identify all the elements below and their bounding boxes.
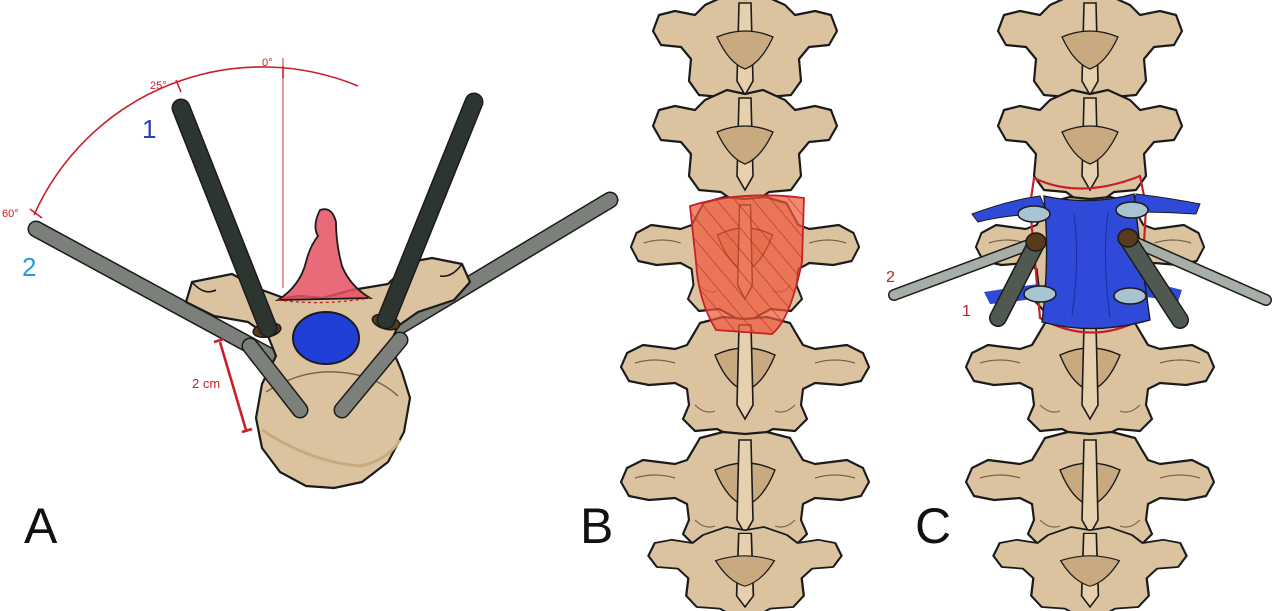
- panel-letter-b: B: [580, 498, 613, 554]
- angle-label-0: 0°: [262, 57, 273, 69]
- trajectory-label-1: 1: [142, 114, 156, 144]
- spinous-process: [274, 208, 374, 301]
- trajectory-label-2: 2: [22, 252, 36, 282]
- c-label-2: 2: [886, 269, 895, 286]
- c-label-1: 1: [962, 303, 971, 320]
- panel-c: 2 1 C: [886, 0, 1272, 611]
- depth-bracket: [213, 337, 253, 434]
- panel-a: 0° 25° 60°: [2, 57, 619, 554]
- depth-label: 2 cm: [192, 376, 220, 391]
- panel-letter-c: C: [915, 498, 951, 554]
- panel-letter-a: A: [24, 498, 58, 554]
- spinal-canal: [292, 311, 360, 365]
- angle-label-25: 25°: [150, 80, 167, 92]
- angle-label-60: 60°: [2, 208, 19, 220]
- panel-b: B: [580, 0, 869, 611]
- angle-arc: [33, 66, 359, 216]
